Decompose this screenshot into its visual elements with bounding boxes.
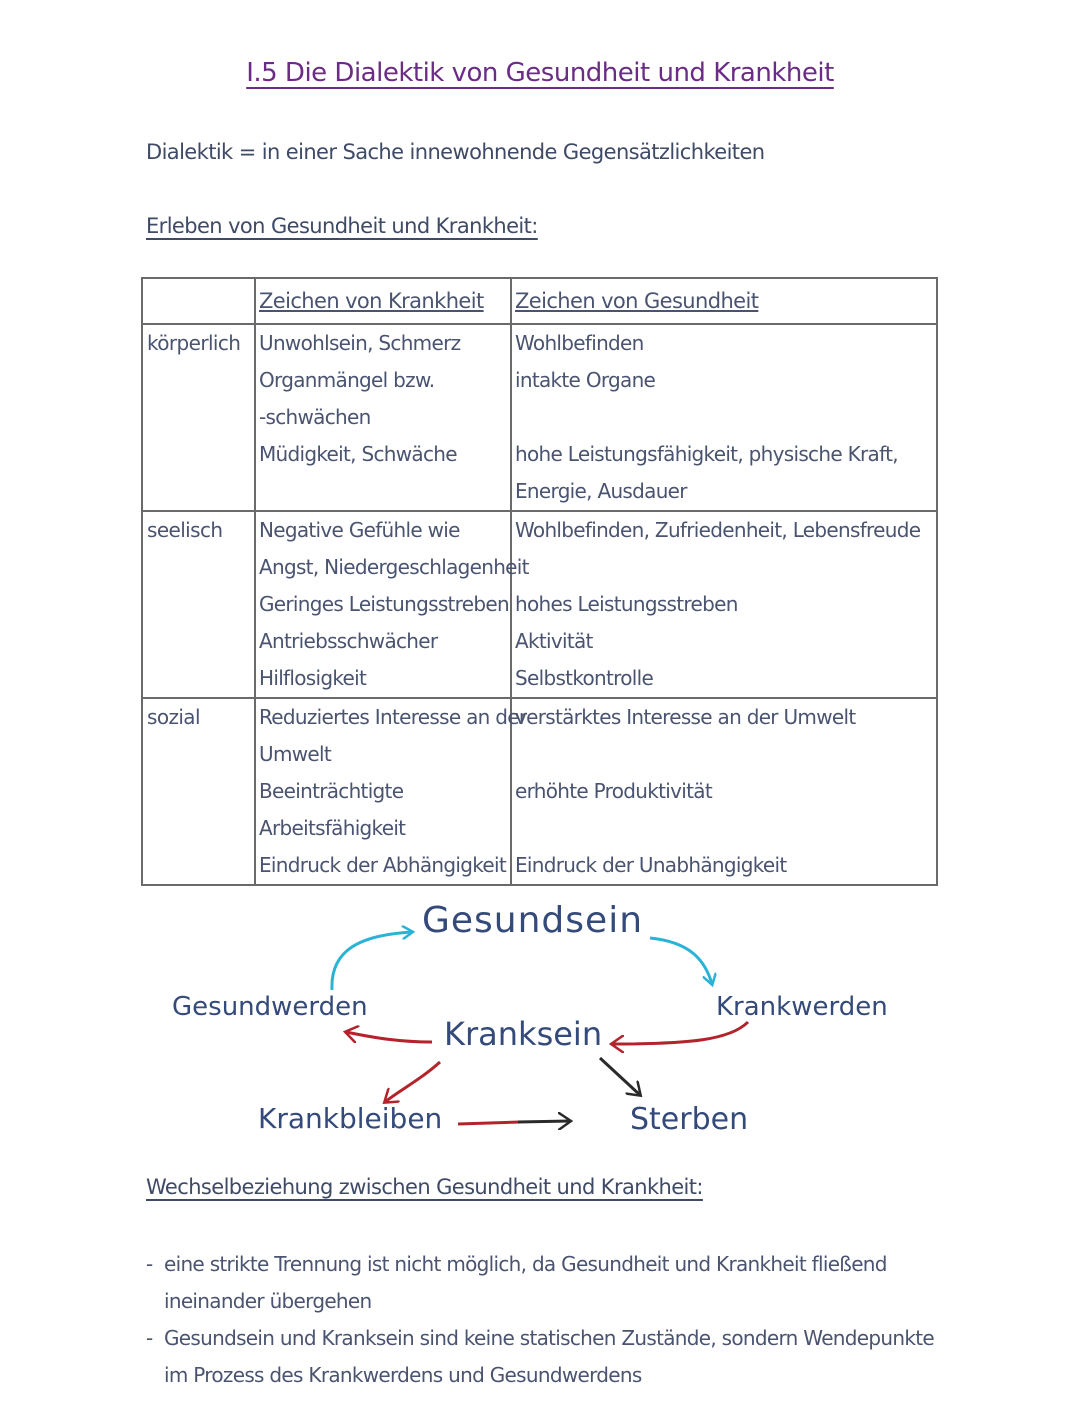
krankheit-line: Müdigkeit, Schwäche xyxy=(259,442,458,466)
arrow-kranksein-to-krankbleiben xyxy=(385,1060,442,1102)
krankheit-line: Umwelt xyxy=(259,742,332,766)
page-title: I.5 Die Dialektik von Gesundheit und Kra… xyxy=(246,58,834,88)
gesundheit-line: Wohlbefinden, Zufriedenheit, Lebensfreud… xyxy=(515,518,921,542)
gesundheit-line xyxy=(512,810,936,847)
table-header-empty xyxy=(141,277,256,325)
health-cycle-diagram: Gesundsein Gesundwerden Kranksein Krankw… xyxy=(0,880,1080,1170)
krankheit-line: Antriebsschwächer xyxy=(259,629,438,653)
krankheit-line: Beeinträchtigte xyxy=(259,779,404,803)
gesundheit-line: Aktivität xyxy=(515,629,593,653)
gesundheit-line: verstärktes Interesse an der Umwelt xyxy=(515,705,856,729)
arrow-krankwerden-to-kranksein xyxy=(612,1020,750,1044)
node-krankwerden: Krankwerden xyxy=(716,992,888,1022)
bullet-item: - Gesundsein und Kranksein sind keine st… xyxy=(146,1320,946,1394)
krankheit-line: Negative Gefühle wie xyxy=(259,518,460,542)
table-header-gesundheit: Zeichen von Gesundheit xyxy=(510,277,938,325)
gesundheit-line xyxy=(512,736,936,773)
cell-gesundheit: Wohlbefinden, Zufriedenheit, Lebensfreud… xyxy=(510,510,938,699)
heading-experience: Erleben von Gesundheit und Krankheit: xyxy=(146,214,538,238)
krankheit-line: Geringes Leistungsstreben xyxy=(259,592,510,616)
krankheit-line: Unwohlsein, Schmerz xyxy=(259,331,461,355)
krankheit-line: Reduziertes Interesse an der xyxy=(259,705,527,729)
bullet-item: - eine strikte Trennung ist nicht möglic… xyxy=(146,1246,946,1320)
table-header-krankheit: Zeichen von Krankheit xyxy=(254,277,512,325)
signs-table: Zeichen von Krankheit Zeichen von Gesund… xyxy=(141,277,938,886)
krankheit-line: -schwächen xyxy=(259,405,371,429)
arrow-kranksein-to-sterben xyxy=(598,1056,640,1095)
heading-relation: Wechselbeziehung zwischen Gesundheit und… xyxy=(146,1175,704,1199)
krankheit-line: Hilflosigkeit xyxy=(259,666,367,690)
arrow-gesundwerden-to-gesundsein xyxy=(330,932,412,991)
cell-gesundheit: verstärktes Interesse an der Umwelt erhöh… xyxy=(510,697,938,886)
row-label: seelisch xyxy=(147,518,223,542)
gesundheit-line: hohes Leistungsstreben xyxy=(515,592,738,616)
node-sterben: Sterben xyxy=(630,1102,749,1137)
table-header-row: Zeichen von Krankheit Zeichen von Gesund… xyxy=(141,277,938,325)
bullet-text: eine strikte Trennung ist nicht möglich,… xyxy=(164,1252,887,1313)
krankheit-line: Arbeitsfähigkeit xyxy=(259,816,406,840)
arrow-gesundsein-to-krankwerden xyxy=(649,936,712,984)
node-krankbleiben: Krankbleiben xyxy=(258,1102,443,1135)
krankheit-line: Eindruck der Abhängigkeit xyxy=(259,853,507,877)
krankheit-line: Organmängel bzw. xyxy=(259,368,435,392)
bullet-marker: - xyxy=(146,1252,153,1276)
bullet-text: Gesundsein und Kranksein sind keine stat… xyxy=(164,1326,935,1387)
cell-gesundheit: Wohlbefinden intakte Organe hohe Leistungs… xyxy=(510,323,938,512)
gesundheit-line: Wohlbefinden xyxy=(515,331,644,355)
row-label: sozial xyxy=(147,705,201,729)
gesundheit-line: intakte Organe xyxy=(515,368,656,392)
row-label: körperlich xyxy=(147,331,241,355)
node-kranksein: Kranksein xyxy=(444,1015,603,1053)
gesundheit-line: Eindruck der Unabhängigkeit xyxy=(515,853,787,877)
row-label-cell: seelisch xyxy=(141,510,256,699)
bullet-marker: - xyxy=(146,1326,153,1350)
arrow-krankbleiben-to-sterben xyxy=(457,1120,521,1126)
diagram-arrows xyxy=(330,880,750,1170)
gesundheit-line: Energie, Ausdauer xyxy=(515,479,687,503)
gesundheit-line xyxy=(512,549,936,586)
row-label-cell: körperlich xyxy=(141,323,256,512)
node-gesundsein: Gesundsein xyxy=(422,900,644,941)
bullet-list: - eine strikte Trennung ist nicht möglic… xyxy=(146,1246,946,1394)
gesundheit-line: erhöhte Produktivität xyxy=(515,779,713,803)
gesundheit-line: Selbstkontrolle xyxy=(515,666,654,690)
row-label-cell: sozial xyxy=(141,697,256,886)
gesundheit-line: hohe Leistungsfähigkeit, physische Kraft… xyxy=(515,442,899,466)
definition-text: Dialektik = in einer Sache innewohnende … xyxy=(146,140,765,164)
gesundheit-line xyxy=(512,399,936,436)
arrow-kranksein-to-gesundwerden xyxy=(346,1032,433,1044)
krankheit-line xyxy=(256,473,510,510)
krankheit-line: Angst, Niedergeschlagenheit xyxy=(259,555,529,579)
node-gesundwerden: Gesundwerden xyxy=(172,992,368,1022)
